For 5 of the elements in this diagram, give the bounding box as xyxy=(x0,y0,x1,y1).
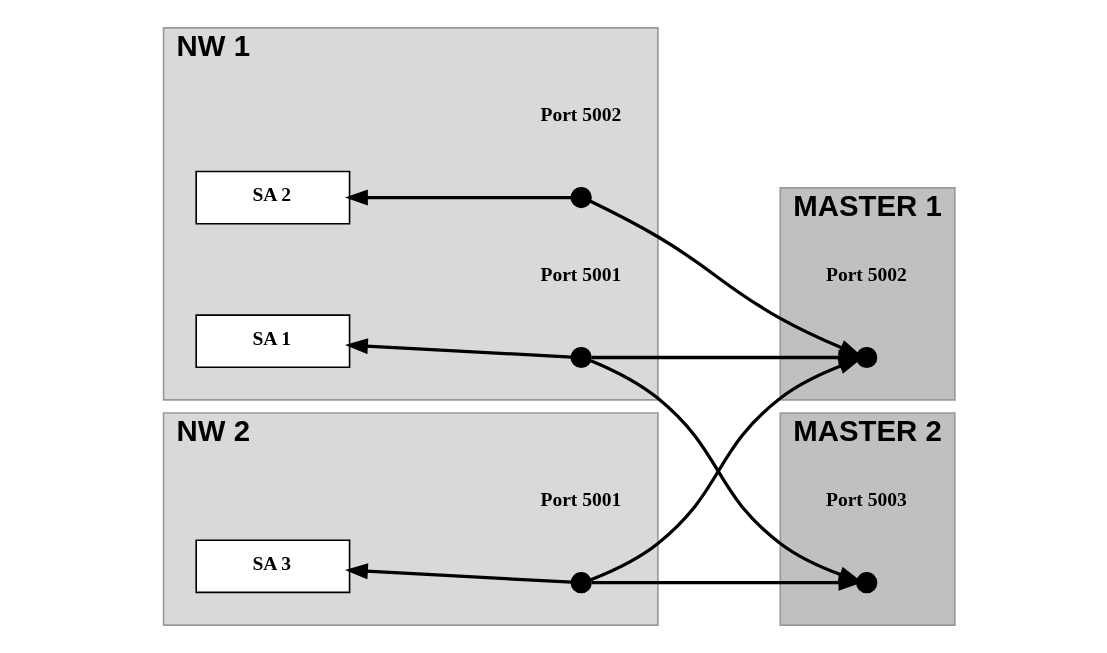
node-label: Port 5001 xyxy=(540,263,622,285)
node-label: Port 5001 xyxy=(540,489,622,511)
node-label: Port 5002 xyxy=(540,104,622,126)
node-label: Port 5003 xyxy=(825,489,907,511)
node-label: Port 5002 xyxy=(825,263,907,285)
